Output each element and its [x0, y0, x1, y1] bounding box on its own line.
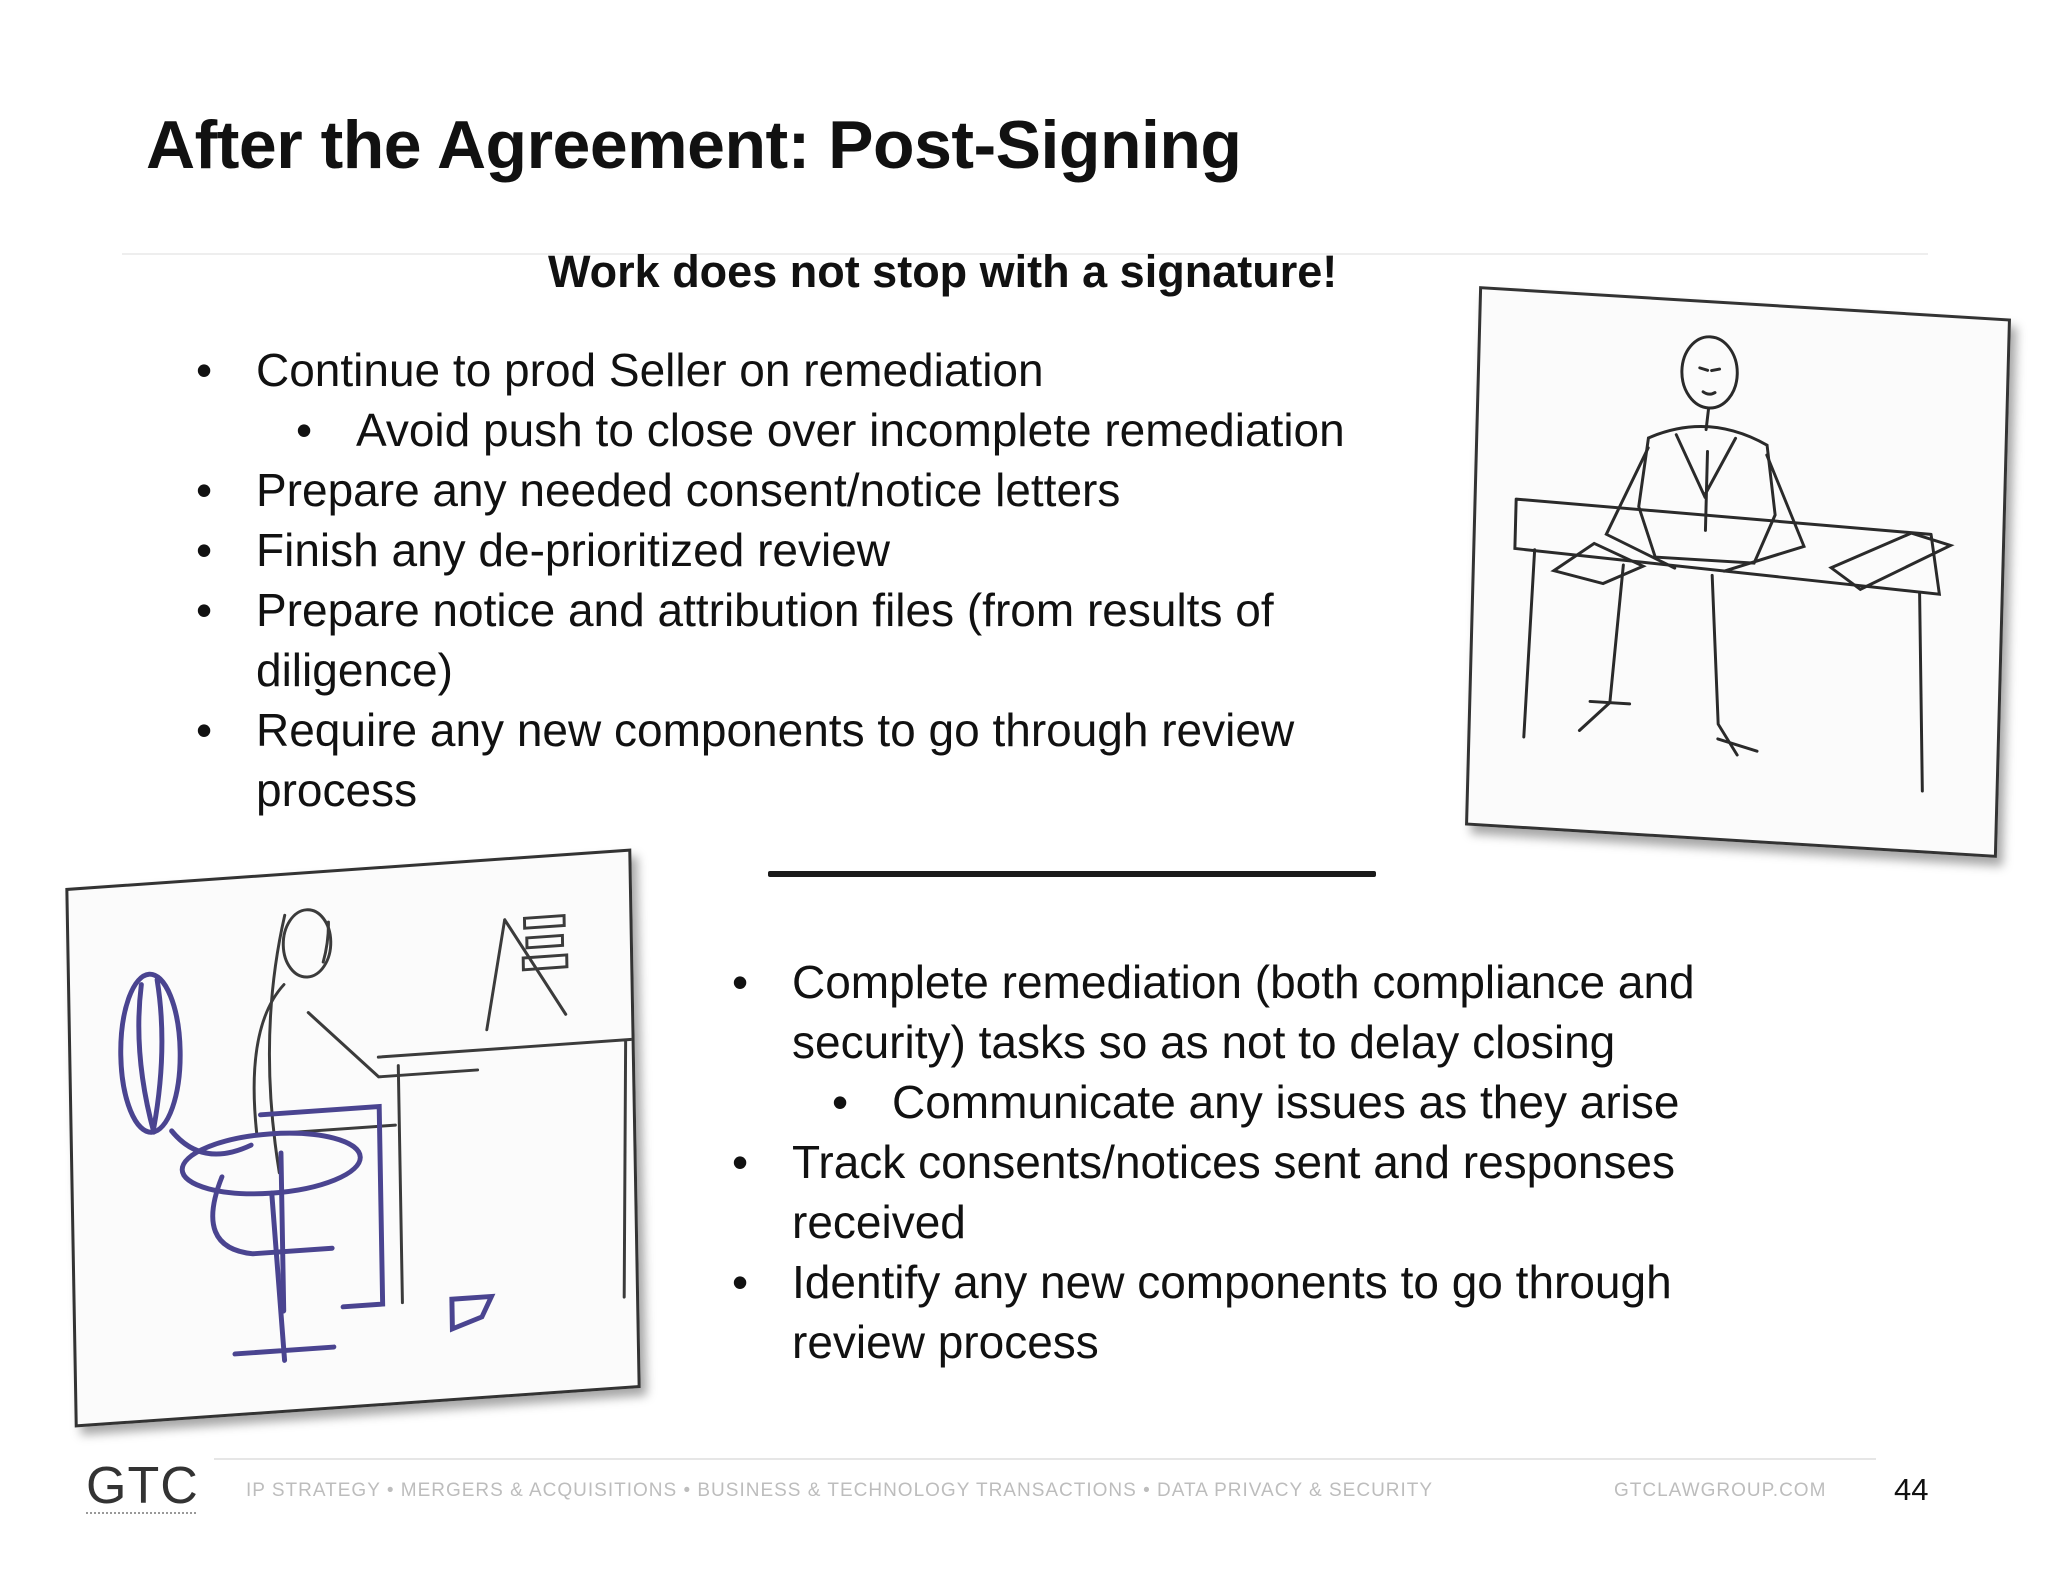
list-item: Identify any new components to go throug…: [732, 1252, 1732, 1372]
list-item: Require any new components to go through…: [196, 700, 1396, 820]
list-item-sub: Communicate any issues as they arise: [732, 1072, 1812, 1132]
list-item: Finish any de-prioritized review: [196, 520, 1436, 580]
list-item: Complete remediation (both compliance an…: [732, 952, 1732, 1072]
page-number: 44: [1894, 1472, 1929, 1507]
footer-divider: [214, 1458, 1876, 1460]
list-item: Prepare any needed consent/notice letter…: [196, 460, 1436, 520]
logo-tagline-decoration: [86, 1512, 196, 1516]
woman-at-laptop-sketch-icon: [65, 848, 641, 1428]
list-item: Prepare notice and attribution files (fr…: [196, 580, 1396, 700]
footer-services: IP STRATEGY • MERGERS & ACQUISITIONS • B…: [246, 1480, 1434, 1501]
list-item: Continue to prod Seller on remediation: [196, 340, 1436, 400]
top-bullet-list: Continue to prod Seller on remediation A…: [196, 340, 1436, 820]
slide-subtitle: Work does not stop with a signature!: [548, 246, 1338, 297]
section-divider: [768, 871, 1376, 877]
list-item-sub: Avoid push to close over incomplete reme…: [196, 400, 1436, 460]
man-at-desk-sketch-icon: [1465, 286, 2011, 858]
list-item: Track consents/notices sent and response…: [732, 1132, 1732, 1252]
gtc-logo: GTC: [86, 1457, 199, 1515]
footer-website: GTCLAWGROUP.COM: [1614, 1480, 1827, 1501]
title-divider: [122, 253, 1928, 255]
bottom-bullet-list: Complete remediation (both compliance an…: [732, 952, 1812, 1372]
slide-title: After the Agreement: Post-Signing: [146, 107, 1242, 183]
